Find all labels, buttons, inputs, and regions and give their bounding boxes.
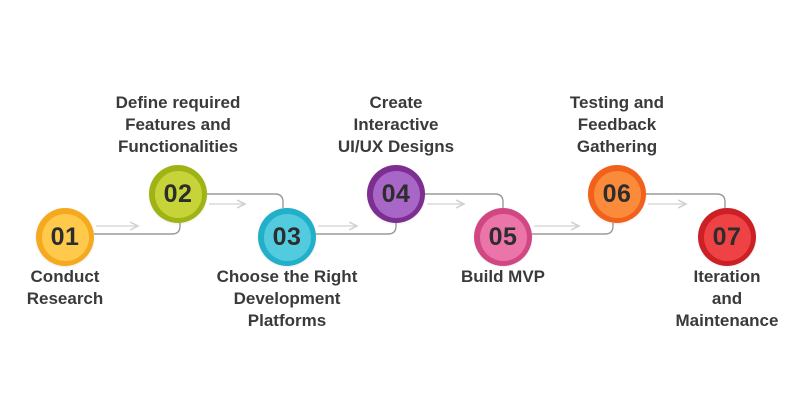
connector-line-6-7 bbox=[646, 193, 726, 208]
step-number-01: 01 bbox=[50, 222, 80, 251]
step-label-07: Iteration and Maintenance bbox=[675, 267, 779, 330]
step-number-04: 04 bbox=[381, 179, 411, 208]
connector-line-3-4 bbox=[316, 223, 397, 235]
step-circle-05-inner: 05 bbox=[479, 213, 527, 261]
step-circle-06-inner: 06 bbox=[593, 170, 641, 218]
step-circle-06: 06 bbox=[588, 165, 646, 223]
step-number-02: 02 bbox=[163, 179, 193, 208]
step-circle-07: 07 bbox=[698, 208, 756, 266]
step-label-03: Choose the Right Development Platforms bbox=[216, 267, 358, 330]
step-label-02: Define required Features and Functionali… bbox=[115, 93, 241, 156]
step-circle-07-inner: 07 bbox=[703, 213, 751, 261]
step-number-07: 07 bbox=[712, 222, 742, 251]
step-number-05: 05 bbox=[488, 222, 518, 251]
step-circle-02: 02 bbox=[149, 165, 207, 223]
step-circle-03-inner: 03 bbox=[263, 213, 311, 261]
step-circle-01: 01 bbox=[36, 208, 94, 266]
connector-line-4-5 bbox=[425, 193, 504, 208]
step-number-06: 06 bbox=[602, 179, 632, 208]
step-label-04: Create Interactive UI/UX Designs bbox=[337, 93, 455, 156]
step-circle-04-inner: 04 bbox=[372, 170, 420, 218]
connector-line-2-3 bbox=[207, 193, 284, 208]
step-circle-02-inner: 02 bbox=[154, 170, 202, 218]
step-number-03: 03 bbox=[272, 222, 302, 251]
connector-line-1-2 bbox=[94, 223, 181, 235]
step-circle-05: 05 bbox=[474, 208, 532, 266]
step-label-05: Build MVP bbox=[460, 267, 546, 286]
step-label-01: Conduct Research bbox=[26, 267, 104, 308]
step-circle-01-inner: 01 bbox=[41, 213, 89, 261]
step-circle-04: 04 bbox=[367, 165, 425, 223]
connector-line-5-6 bbox=[532, 223, 614, 235]
step-label-06: Testing and Feedback Gathering bbox=[569, 93, 665, 156]
step-circle-03: 03 bbox=[258, 208, 316, 266]
